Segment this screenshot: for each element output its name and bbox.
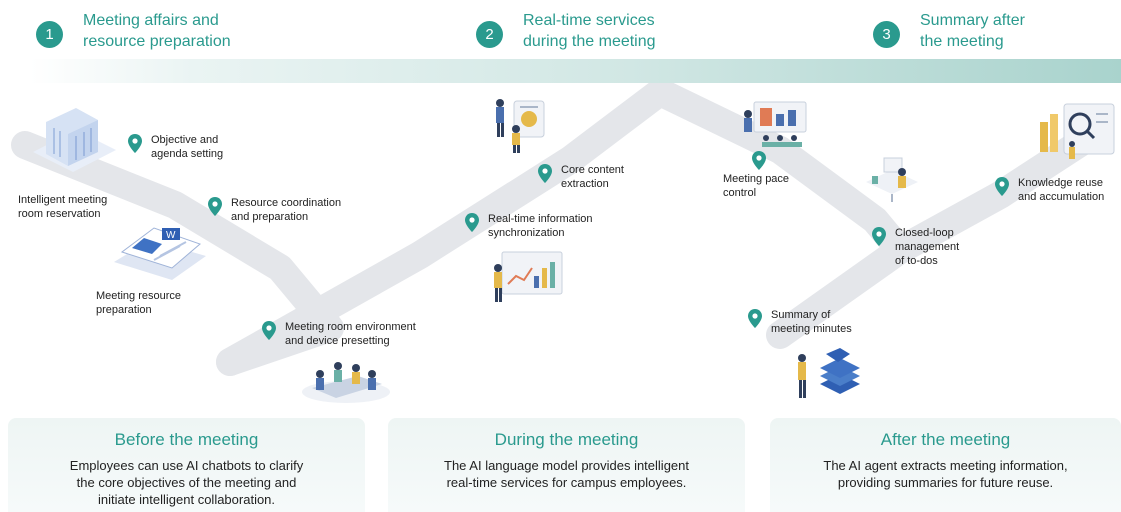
- step-label: Summary of meeting minutes: [771, 309, 852, 335]
- card-body: The AI language model provides intellige…: [444, 458, 689, 490]
- meeting-table-icon: [302, 362, 390, 403]
- step-label: Core content extraction: [561, 164, 624, 190]
- timeline-band: [30, 59, 1121, 83]
- step-resource-preparation: Meeting resource preparation: [96, 290, 181, 316]
- chart-board-icon: [494, 251, 563, 302]
- stage-number: 2: [476, 21, 503, 48]
- stage-title: Real-time services during the meeting: [523, 12, 656, 50]
- stage-title: Meeting affairs and resource preparation: [83, 12, 231, 50]
- stage-header-2: 2 Real-time services during the meeting: [476, 10, 656, 52]
- step-core-content: Core content extraction: [538, 163, 624, 191]
- presenter-icon: [496, 99, 545, 153]
- card-body: The AI agent extracts meeting informatio…: [823, 458, 1068, 490]
- step-label: Objective and agenda setting: [151, 134, 224, 160]
- step-objective: Objective and agenda setting: [128, 133, 223, 161]
- step-label: Closed-loop management of to-dos: [895, 227, 960, 267]
- location-pin-icon: [538, 164, 552, 183]
- location-pin-icon: [748, 309, 762, 328]
- step-room-environment: Meeting room environment and device pres…: [262, 320, 416, 348]
- card-title: After the meeting: [880, 430, 1011, 449]
- step-knowledge-reuse: Knowledge reuse and accumulation: [995, 176, 1104, 204]
- step-intelligent-room: Intelligent meeting room reservation: [18, 194, 108, 220]
- location-pin-icon: [995, 177, 1009, 196]
- stage-number: 3: [873, 21, 900, 48]
- card-during-meeting: During the meeting The AI language model…: [388, 418, 745, 512]
- document-icon: W: [114, 227, 206, 280]
- location-pin-icon: [128, 134, 142, 153]
- svg-text:W: W: [166, 230, 176, 241]
- location-pin-icon: [872, 227, 886, 246]
- step-label: Real-time information synchronization: [488, 213, 593, 239]
- location-pin-icon: [262, 321, 276, 340]
- card-title: Before the meeting: [114, 430, 259, 449]
- step-label: Meeting room environment and device pres…: [285, 321, 416, 347]
- step-label: Resource coordination and preparation: [231, 197, 342, 223]
- location-pin-icon: [208, 197, 222, 216]
- location-pin-icon: [752, 151, 766, 170]
- step-realtime-sync: Real-time information synchronization: [465, 212, 593, 240]
- card-after-meeting: After the meeting The AI agent extracts …: [770, 418, 1121, 512]
- step-pace-control: Meeting pace control: [723, 173, 790, 199]
- building-icon: [33, 108, 116, 172]
- stage-header-1: 1 Meeting affairs and resource preparati…: [36, 10, 231, 52]
- step-closed-loop: Closed-loop management of to-dos: [872, 226, 959, 268]
- desk-worker-icon: [866, 157, 918, 202]
- card-title: During the meeting: [494, 430, 639, 449]
- step-resource-coordination: Resource coordination and preparation: [208, 196, 341, 224]
- document-stack-icon: [798, 348, 860, 398]
- conference-screen-icon: [744, 101, 807, 147]
- stage-title: Summary after the meeting: [920, 12, 1025, 50]
- stage-number: 1: [36, 21, 63, 48]
- stage-header-3: 3 Summary after the meeting: [873, 10, 1025, 52]
- card-body: Employees can use AI chatbots to clarify…: [69, 458, 304, 507]
- location-pin-icon: [465, 213, 479, 232]
- search-analytics-icon: [1040, 103, 1115, 159]
- card-before-meeting: Before the meeting Employees can use AI …: [8, 418, 365, 512]
- step-summary-minutes: Summary of meeting minutes: [748, 308, 852, 336]
- step-label: Knowledge reuse and accumulation: [1018, 177, 1105, 203]
